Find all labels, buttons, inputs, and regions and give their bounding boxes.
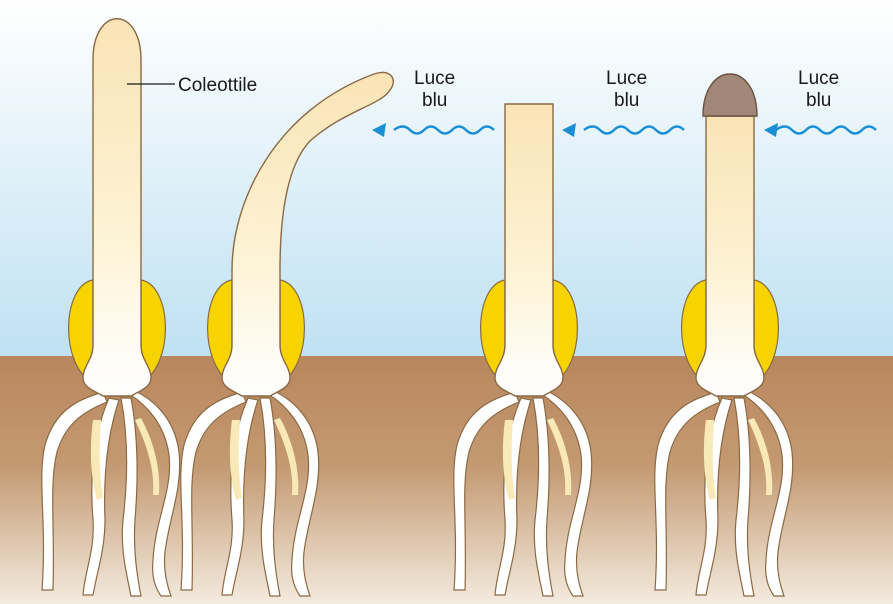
coleoptile-decapitated (495, 104, 563, 396)
light-label-line1: Luce (798, 68, 839, 89)
coleoptile-covered (696, 116, 764, 396)
light-label-line1: Luce (414, 68, 455, 89)
light-label-line2: blu (614, 90, 639, 111)
light-label-line1: Luce (606, 68, 647, 89)
coleoptile (83, 19, 151, 396)
coleoptile-label: Coleottile (178, 75, 257, 96)
light-label-line2: blu (422, 90, 447, 111)
light-label-line2: blu (806, 90, 831, 111)
